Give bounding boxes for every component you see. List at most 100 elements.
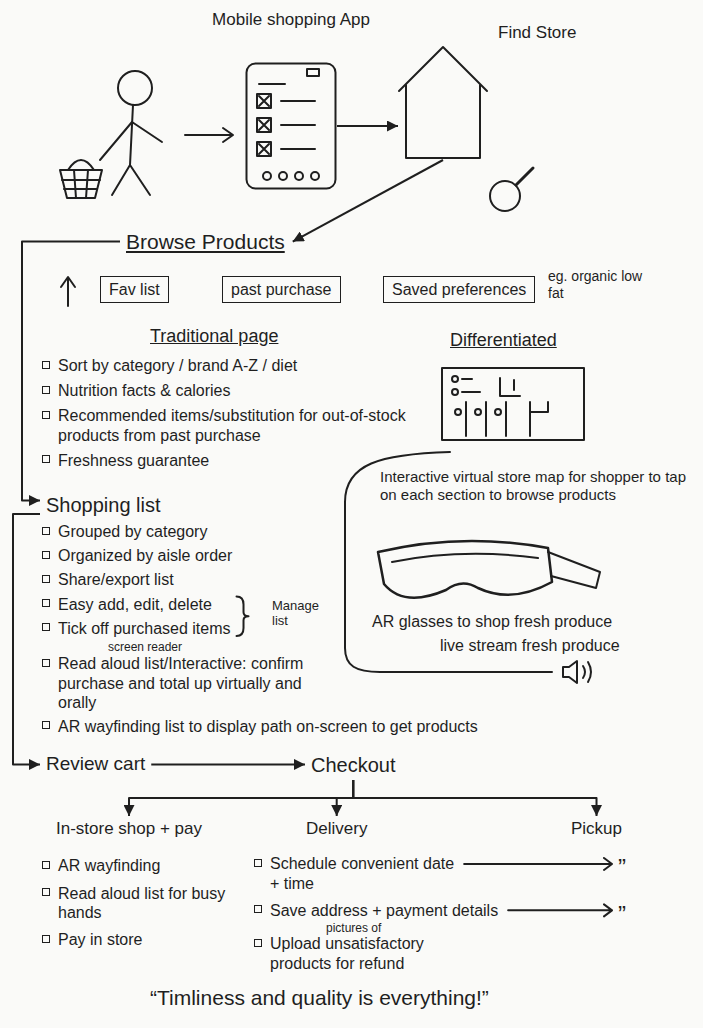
phone-button: [263, 172, 271, 180]
bullet-square: [42, 361, 50, 369]
ditto-mark: ”: [618, 901, 626, 930]
list-item: Easy add, edit, delete: [58, 595, 268, 614]
note: AR glasses to shop fresh produce: [372, 612, 697, 631]
basket-body: [60, 170, 102, 198]
store-map-mark: [475, 409, 481, 415]
store-map-aisle: [500, 378, 520, 396]
option-heading: Delivery: [306, 819, 367, 839]
phone-check: [259, 96, 269, 106]
store-label: Find Store: [498, 23, 576, 43]
note: live stream fresh produce: [440, 636, 695, 655]
ditto-arrow: [508, 904, 612, 916]
ditto-mark: ”: [618, 854, 626, 883]
bracket-note: Manage list: [272, 598, 334, 629]
flow-step: Review cart: [40, 750, 151, 779]
flow-step: In-store shop + pay: [50, 816, 208, 842]
option-item: Upload unsatisfactory products for refun…: [270, 934, 480, 972]
phone-outline: [245, 62, 337, 190]
option-box: Saved preferences: [383, 276, 535, 303]
flow-arrow-sketch: [185, 128, 233, 142]
store-map-mark: [452, 389, 458, 395]
bullet-square: [42, 411, 50, 419]
feature-item: Recommended items/substitution for out-o…: [58, 406, 428, 444]
ar-glasses-frame: [378, 541, 552, 598]
store-map-mark: [455, 409, 461, 415]
phone-button: [311, 172, 319, 180]
option-item: Pay in store: [58, 930, 233, 949]
flow-step: Browse Products: [120, 226, 291, 257]
bullet-square: [254, 939, 262, 947]
phone-button: [295, 172, 303, 180]
feature-item: Freshness guarantee: [58, 451, 428, 470]
bullet-square: [42, 599, 50, 607]
bullet-square: [254, 859, 262, 867]
note: eg. organic low fat: [548, 268, 643, 302]
list-item: Read aloud list/Interactive: confirm pur…: [58, 654, 328, 712]
column-heading: Differentiated: [450, 330, 557, 352]
option-label: Saved preferences: [392, 280, 526, 299]
store-map-mark: [452, 376, 458, 382]
flow-step: Checkout: [305, 750, 402, 780]
phone-check: [259, 120, 269, 130]
bullet-square: [42, 888, 50, 896]
flow-step: Shopping list: [40, 490, 167, 520]
phone-check: [259, 144, 269, 154]
bullet-square: [42, 623, 50, 631]
phone-checkbox: [257, 94, 271, 108]
list-item: Organized by aisle order: [58, 546, 268, 565]
option-box: Fav list: [100, 276, 169, 303]
figure-legs: [112, 165, 150, 195]
ditto-arrow: [464, 858, 612, 870]
app-phone: Mobile shopping App: [245, 62, 337, 190]
option-label: Fav list: [109, 280, 160, 299]
feature-item: Sort by category / brand A-Z / diet: [58, 356, 438, 375]
section-heading: Browse Products: [126, 229, 285, 254]
speaker-waves: [583, 662, 591, 682]
flow-step: Delivery: [300, 816, 373, 842]
option-heading: Pickup: [571, 819, 622, 839]
column-heading: Traditional page: [150, 326, 278, 348]
phone-body: [247, 64, 336, 189]
insert-note: screen reader: [108, 640, 182, 654]
phone-checkbox: [257, 142, 271, 156]
ar-glasses-strap: [548, 552, 600, 588]
bullet-square: [42, 721, 50, 729]
house-roof: [399, 47, 487, 91]
feature-item: Nutrition facts & calories: [58, 381, 438, 400]
step-label: Checkout: [311, 753, 396, 777]
option-item: Read aloud list for busy hands: [58, 884, 233, 922]
phone-line: [281, 124, 315, 126]
option-heading: In-store shop + pay: [56, 819, 202, 839]
flow-arrow: [151, 763, 305, 765]
flow-arrow: [13, 514, 40, 764]
bullet-square: [254, 905, 262, 913]
list-item: AR wayfinding list to display path on-sc…: [58, 717, 678, 736]
phone-line: [281, 100, 315, 102]
store-map-aisle: [530, 402, 548, 436]
flow-arrow: [337, 125, 398, 127]
bullet-square: [42, 551, 50, 559]
flow-arrow: [129, 780, 353, 816]
figure-body: [130, 105, 133, 165]
list-item: Grouped by category: [58, 522, 268, 541]
up-arrow: [61, 277, 75, 306]
basket-handle: [68, 160, 94, 170]
flow-step: Pickup: [565, 816, 628, 842]
house-outline: [398, 45, 488, 160]
figure-arms: [100, 122, 162, 160]
store-map-mark: [462, 391, 480, 393]
section-heading: Shopping list: [46, 493, 161, 517]
option-box: past purchase: [222, 276, 341, 303]
house-walls: [406, 85, 480, 158]
bullet-square: [42, 861, 50, 869]
magnifier-handle: [516, 168, 533, 185]
phone-line: [281, 148, 315, 150]
store-house: Find Store: [398, 45, 488, 160]
bullet-square: [42, 659, 50, 667]
bullet-square: [42, 527, 50, 535]
store-map-aisle: [466, 402, 506, 436]
flow-arrow: [293, 160, 443, 242]
list-item: Tick off purchased items: [58, 619, 268, 638]
flow-arrow: [353, 780, 596, 816]
bullet-square: [42, 455, 50, 463]
